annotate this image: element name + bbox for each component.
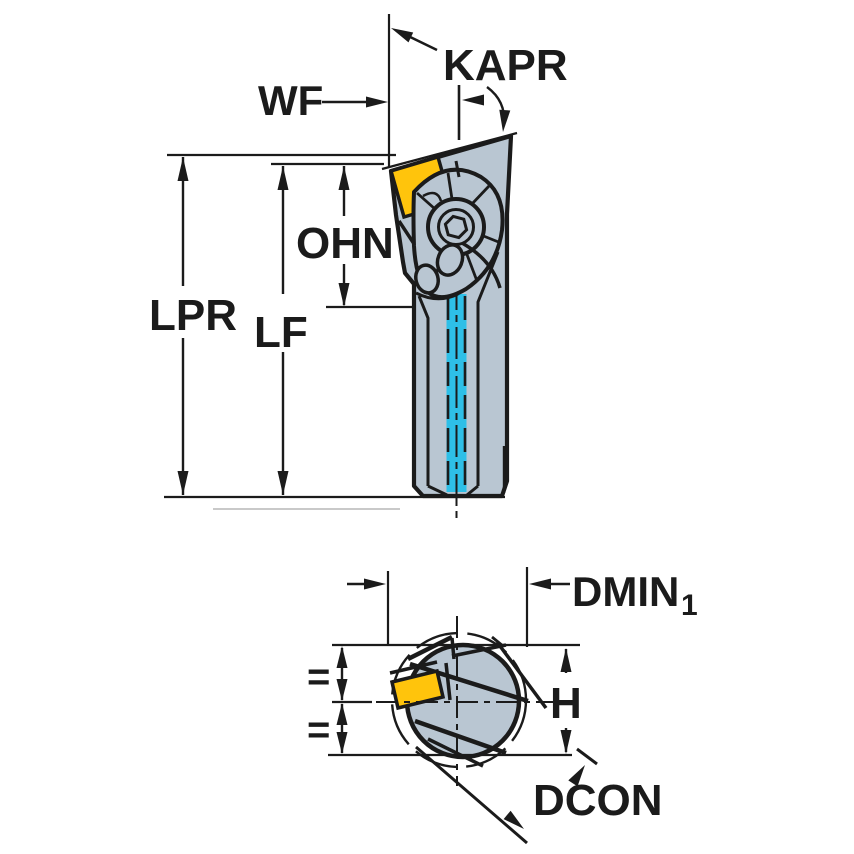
dim-ohn: OHN — [296, 166, 394, 307]
end-view: DMIN 1 H = = DCON — [307, 567, 698, 845]
dmin-label: DMIN — [572, 568, 679, 615]
cross-section-facets — [406, 634, 548, 768]
lf-label: LF — [254, 308, 308, 357]
ohn-arrow-down — [338, 283, 350, 307]
shank-bottom-bevel-left — [427, 484, 448, 497]
h-arrow-down — [560, 730, 572, 754]
dcon-label: DCON — [533, 776, 663, 825]
dim-equal-split: = = — [307, 646, 348, 754]
lpr-arrow-up — [177, 157, 189, 181]
head-face-tick — [454, 160, 461, 178]
dim-wf: WF — [258, 77, 388, 124]
lpr-arrow-down — [177, 471, 189, 495]
dim-h: H — [550, 648, 582, 754]
dim-lf: LF — [254, 166, 308, 495]
shank-bottom-bevel-right — [466, 484, 479, 497]
insert-end-view — [389, 668, 446, 711]
head-edge-diagonal — [495, 640, 548, 710]
shank-inner-edge-left — [417, 295, 430, 486]
lpr-label: LPR — [149, 291, 237, 340]
kapr-tick-arrow — [462, 94, 484, 106]
dim-dcon: DCON — [415, 745, 663, 845]
dcon-arrow-lower — [503, 810, 524, 829]
ohn-label: OHN — [296, 219, 394, 268]
kapr-arc-arrow — [499, 109, 511, 132]
lever-blob-left — [414, 263, 440, 295]
equal-upper-arrow-down — [336, 679, 348, 701]
equal-lower-arrow-down — [336, 732, 348, 754]
dmin-arrow-left — [364, 578, 386, 590]
wf-label: WF — [258, 77, 323, 124]
dim-lpr: LPR — [149, 157, 237, 495]
lever-lower-edge — [415, 291, 459, 301]
equal-sign-lower: = — [307, 708, 330, 752]
wf-arrow — [366, 96, 388, 108]
lf-arrow-up — [277, 166, 289, 190]
lever-blob-right — [435, 243, 465, 277]
dcon-tangent-line — [415, 745, 528, 845]
dcon-arrow-upper — [568, 765, 585, 787]
ohn-arrow-up — [338, 166, 350, 190]
screw-hex-socket-icon — [443, 214, 469, 240]
insert-side-edge-end — [444, 662, 452, 701]
dmin-label-subscript: 1 — [681, 589, 698, 622]
cutting-edge-extension-line — [381, 131, 518, 171]
dim-dmin: DMIN 1 — [347, 568, 698, 622]
clamp-lower-edge — [461, 241, 502, 289]
kapr-label: KAPR — [443, 41, 568, 90]
dim-kapr: KAPR — [391, 28, 568, 140]
equal-upper-arrow-up — [336, 646, 348, 668]
equal-lower-arrow-up — [336, 703, 348, 725]
side-view: WF KAPR LPR LF — [149, 14, 568, 518]
clamp-nose-detail — [422, 191, 443, 202]
dcon-tick — [576, 747, 598, 766]
dmin-arrow-right — [529, 578, 551, 590]
insert-pocket-edge-end — [389, 660, 438, 675]
h-arrow-up — [560, 648, 572, 672]
lf-arrow-down — [277, 471, 289, 495]
h-label: H — [550, 679, 582, 728]
equal-sign-upper: = — [307, 655, 330, 699]
kapr-leader-arrow — [391, 28, 414, 43]
